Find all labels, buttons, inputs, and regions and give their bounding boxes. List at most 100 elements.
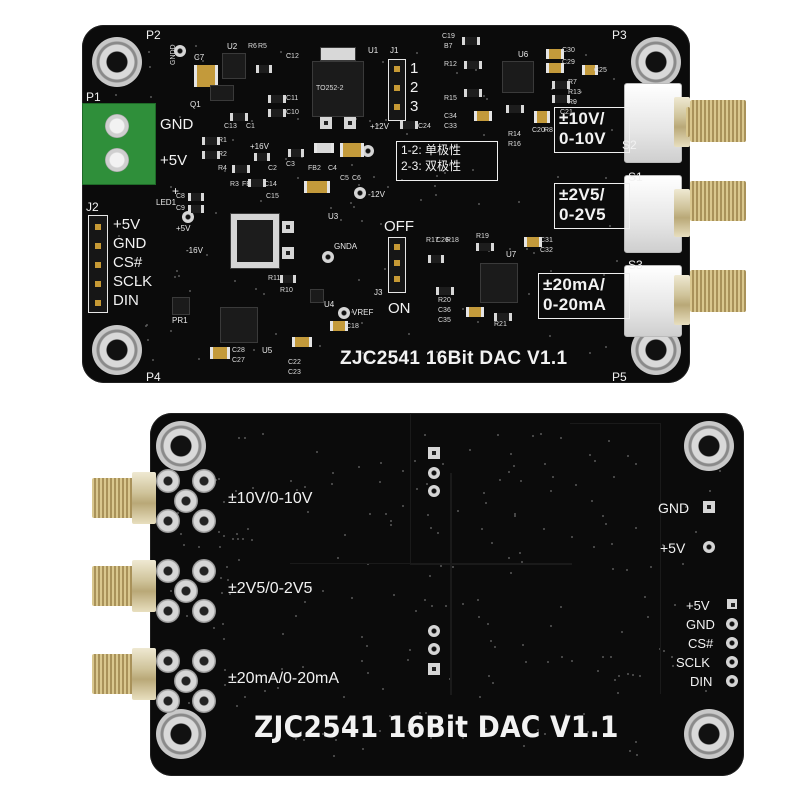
via: [224, 170, 226, 172]
via: [290, 480, 292, 482]
via: [613, 476, 615, 478]
label-u5: U5: [262, 346, 273, 355]
via: [611, 129, 613, 131]
jumper-mode-note: 1-2: 单极性 2-3: 双极性: [396, 141, 498, 181]
smd-r21: [494, 313, 512, 321]
via: [387, 186, 389, 188]
via: [436, 175, 438, 177]
back-sma-body-1: [132, 472, 156, 524]
label-r11: R11: [268, 275, 281, 282]
via: [497, 434, 499, 436]
via: [427, 514, 429, 516]
via: [221, 592, 223, 594]
via: [289, 53, 291, 55]
label-u3: U3: [328, 212, 339, 221]
via: [650, 566, 652, 568]
back-io-label-sclk: SCLK: [676, 655, 710, 670]
back-sma-body-2: [132, 560, 156, 612]
via: [492, 682, 494, 684]
via: [252, 487, 254, 489]
via: [544, 733, 546, 735]
via: [355, 118, 357, 120]
label-p3: P3: [612, 28, 627, 42]
via: [485, 728, 487, 730]
via: [682, 563, 684, 565]
label-c13: C13: [224, 123, 237, 130]
via: [419, 712, 421, 714]
via: [478, 616, 480, 618]
via: [150, 96, 152, 98]
via: [277, 687, 279, 689]
via: [424, 434, 426, 436]
via: [361, 660, 363, 662]
via: [202, 60, 204, 62]
smd-r9: [552, 95, 570, 103]
via: [602, 515, 604, 517]
via: [367, 672, 369, 674]
via: [285, 158, 287, 160]
back-sma-body-3: [132, 648, 156, 700]
via: [552, 476, 554, 478]
via: [610, 656, 612, 658]
via: [560, 437, 562, 439]
via: [565, 714, 567, 716]
via: [358, 279, 360, 281]
via: [632, 674, 634, 676]
via: [547, 661, 549, 663]
via: [223, 501, 225, 503]
smd-c13: [230, 113, 248, 121]
via: [247, 528, 249, 530]
label-u4: U4: [324, 300, 335, 309]
smd-r11: [280, 275, 296, 283]
cap-c4: [314, 143, 334, 153]
label-j2: J2: [86, 200, 99, 214]
label-r19: R19: [476, 233, 489, 240]
label-r9: R9: [568, 99, 577, 106]
via: [457, 510, 459, 512]
label-r17: R17: [426, 237, 439, 244]
via: [152, 359, 154, 361]
label-c20: C20: [532, 127, 545, 134]
via: [437, 532, 439, 534]
testpoint-gndd: [174, 45, 186, 57]
via: [361, 322, 363, 324]
via: [382, 688, 384, 690]
via: [626, 569, 628, 571]
via: [377, 124, 379, 126]
via: [380, 223, 382, 225]
mount-hole-p4: [92, 325, 142, 375]
label-c26: C26: [436, 237, 449, 244]
via: [695, 531, 697, 533]
j3-on-label: ON: [388, 300, 411, 317]
via: [544, 463, 546, 465]
via: [456, 72, 458, 74]
via: [379, 481, 381, 483]
via: [605, 523, 607, 525]
via: [603, 274, 605, 276]
pcb-front: P2 P3 P4 P5 P1 GND +5V J2 +5V GND CS# SC…: [82, 25, 690, 383]
smd-r15: [464, 89, 482, 97]
via: [344, 534, 346, 536]
label-r5: R5: [258, 43, 267, 50]
via: [234, 280, 236, 282]
via: [605, 177, 607, 179]
via: [146, 324, 148, 326]
via: [362, 352, 364, 354]
via: [384, 268, 386, 270]
via: [402, 470, 404, 472]
sma-body-s1: [674, 189, 690, 237]
via: [118, 235, 120, 237]
back-pad-gnd: [703, 501, 715, 513]
header-label-cs: CS#: [113, 254, 143, 271]
via: [342, 730, 344, 732]
testpoint-plus12: [362, 145, 374, 157]
label-c34: C34: [444, 113, 457, 120]
label-p4: P4: [146, 370, 161, 383]
back-mount-hole-tl: [156, 421, 206, 471]
output-s3-line2: 0-20mA: [543, 295, 607, 314]
label-p2: P2: [146, 28, 161, 42]
back-io-label-5v: +5V: [686, 598, 710, 613]
via: [408, 333, 410, 335]
back-io-label-cs: CS#: [688, 636, 714, 651]
via: [635, 741, 637, 743]
